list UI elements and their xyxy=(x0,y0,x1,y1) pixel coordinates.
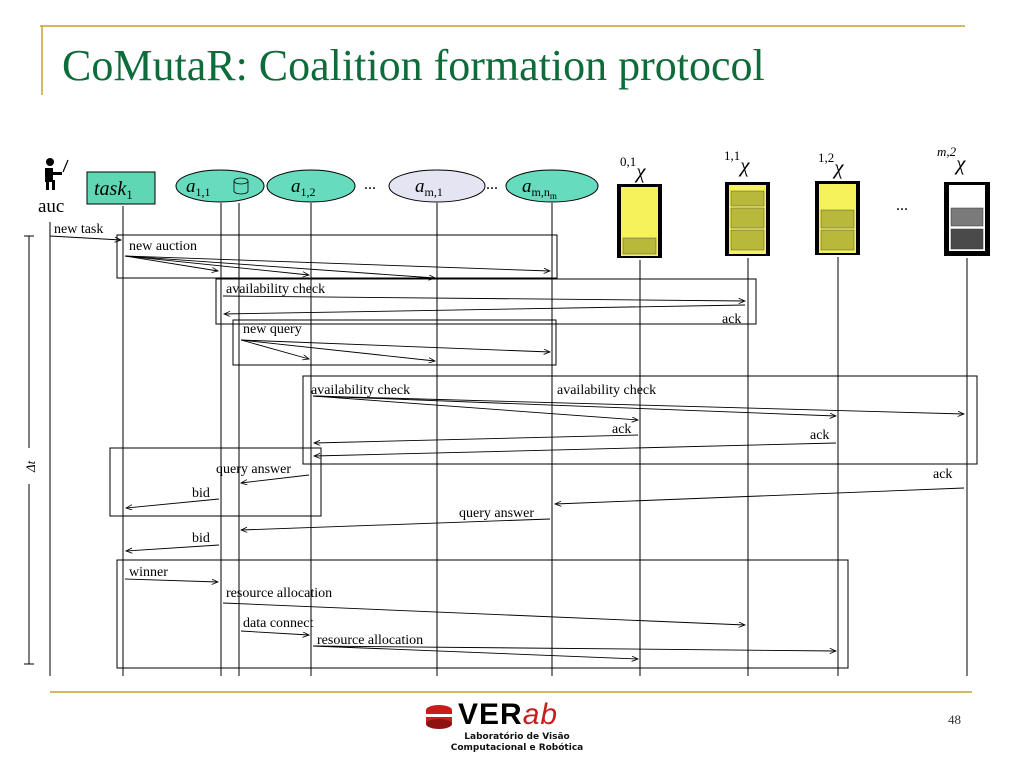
resource-11-bin xyxy=(725,182,770,256)
msg-ack-4: ack xyxy=(933,467,952,482)
message-arrows xyxy=(49,235,964,659)
agent-ellipsis-2: ... xyxy=(486,176,498,193)
msg-new-query: new query xyxy=(243,322,302,337)
resource-m2-bin xyxy=(944,182,990,256)
verlab-emblem-icon xyxy=(426,705,452,729)
msg-new-task: new task xyxy=(54,222,103,237)
verlab-wordmark: VERab xyxy=(458,698,559,731)
resource-11-label: 1,1χ xyxy=(724,148,750,177)
msg-winner: winner xyxy=(129,565,168,580)
msg-ack-2: ack xyxy=(612,422,631,437)
agent-a11-label: a1,1 xyxy=(186,176,211,199)
msg-availability-check-1: availability check xyxy=(226,282,325,297)
msg-new-auction: new auction xyxy=(129,239,197,254)
msg-ack-1: ack xyxy=(722,312,741,327)
msg-bid-2: bid xyxy=(192,531,210,546)
verlab-logo: VERab Laboratório de Visão Computacional… xyxy=(422,698,612,758)
msg-availability-check-3: availability check xyxy=(557,383,656,398)
resource-ellipsis: ... xyxy=(896,197,908,214)
agent-amn-node xyxy=(505,169,599,203)
agent-a12-label: a1,2 xyxy=(291,176,316,199)
auctioneer-icon xyxy=(45,158,69,190)
agent-ellipsis-1: ... xyxy=(364,176,376,193)
agent-am1-label: am,1 xyxy=(415,176,443,199)
page-number: 48 xyxy=(948,712,961,727)
delta-t-axis xyxy=(24,235,34,665)
lifelines xyxy=(49,203,968,676)
agent-a12-node xyxy=(266,169,356,203)
msg-query-answer-1: query answer xyxy=(216,462,291,477)
msg-bid-1: bid xyxy=(192,486,210,501)
database-icon xyxy=(233,177,249,195)
agent-am1-node xyxy=(388,169,486,203)
msg-data-connect: data connect xyxy=(243,616,313,631)
resource-m2-label: m,2χ xyxy=(937,144,966,175)
msg-availability-check-2: availability check xyxy=(311,383,410,398)
msg-query-answer-2: query answer xyxy=(459,506,534,521)
delta-t-label: Δt xyxy=(23,460,38,473)
task-label: task1 xyxy=(94,178,133,202)
resource-12-bin xyxy=(815,181,860,255)
agent-amn-label: am,nm xyxy=(522,176,557,201)
auctioneer-label: auc xyxy=(38,196,64,217)
task-box xyxy=(86,171,156,205)
logo-subtitle-line1: Laboratório de Visão xyxy=(464,732,570,742)
msg-ack-3: ack xyxy=(810,428,829,443)
slide-title: CoMutaR: Coalition formation protocol xyxy=(62,41,765,90)
resource-01-bin xyxy=(617,184,662,258)
phase-boxes xyxy=(109,234,978,669)
resource-01-label: 0,1χ xyxy=(620,154,646,183)
msg-resource-allocation-2: resource allocation xyxy=(317,633,423,648)
msg-resource-allocation-1: resource allocation xyxy=(226,586,332,601)
logo-subtitle-line2: Computacional e Robótica xyxy=(450,743,584,753)
resource-12-label: 1,2χ xyxy=(818,150,844,179)
